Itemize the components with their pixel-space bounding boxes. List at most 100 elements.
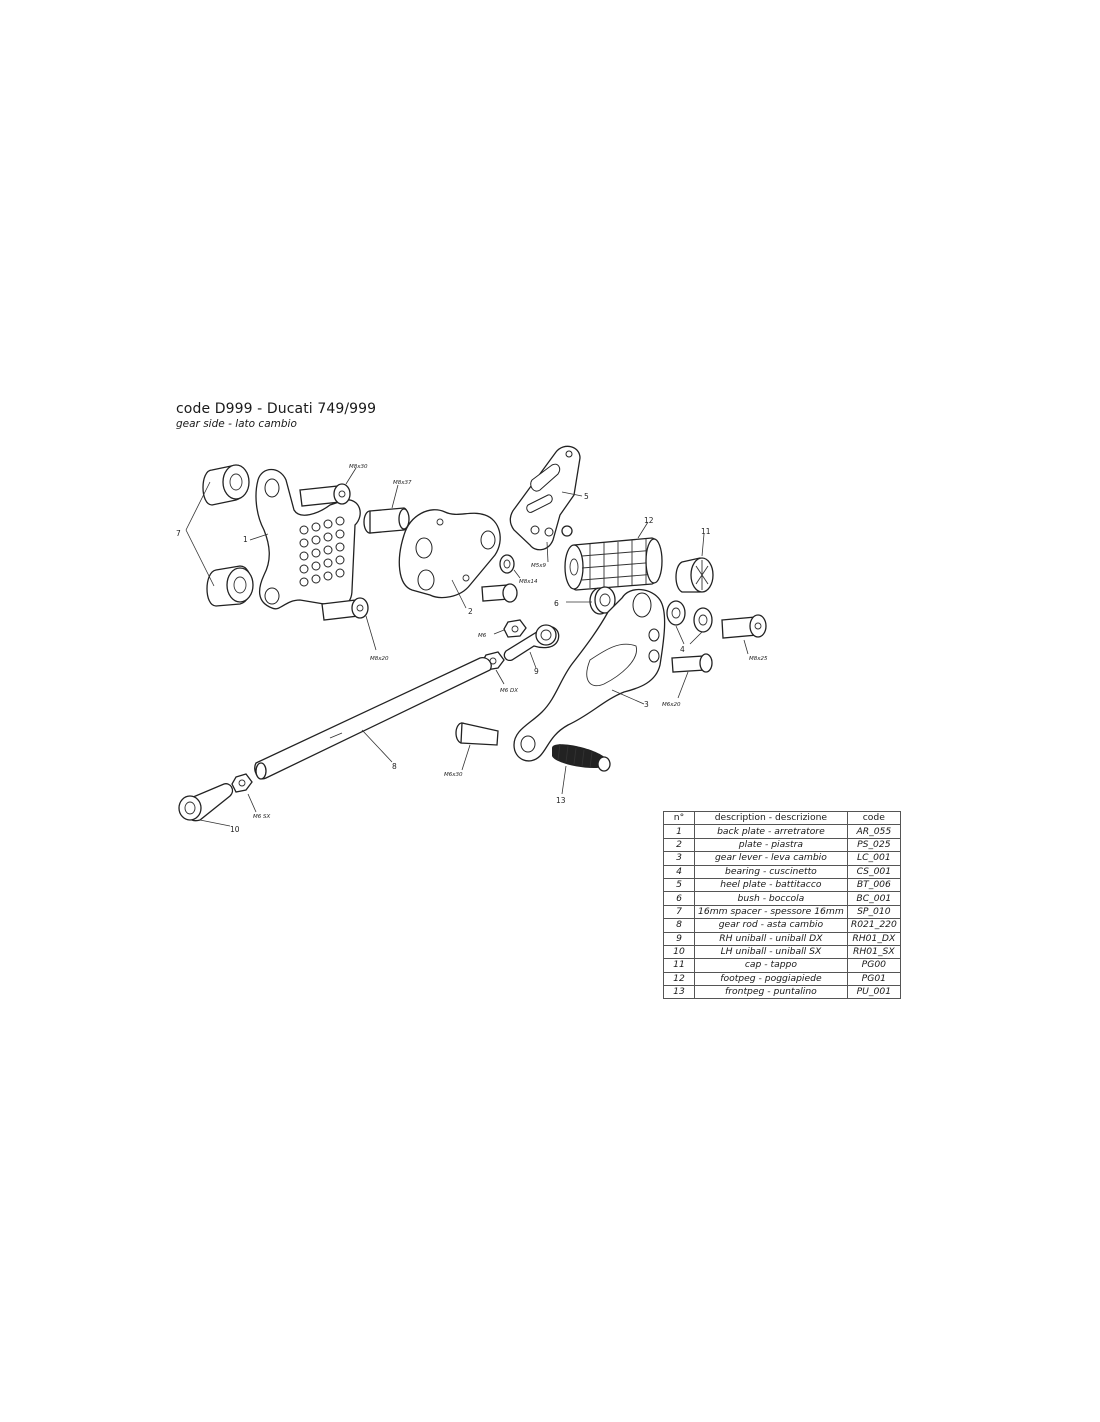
header-number: n° — [663, 810, 695, 826]
callout-3: 3 — [644, 700, 649, 709]
part-5-heel-plate — [509, 445, 583, 563]
callout-4: 4 — [680, 645, 685, 654]
part-8-gear-rod — [254, 657, 492, 780]
cell-description: gear lever - leva cambio — [694, 851, 848, 866]
cell-code: PS_025 — [846, 837, 901, 853]
cell-code: RH01_SX — [846, 944, 901, 960]
label-m6dx: M6 DX — [500, 688, 518, 694]
part-4-bearings — [666, 600, 713, 645]
cell-code: SP_010 — [846, 904, 901, 920]
cell-number: 5 — [663, 877, 695, 893]
label-m8x30: M8x30 — [349, 464, 368, 470]
cell-number: 1 — [663, 824, 695, 839]
cell-number: 4 — [663, 864, 695, 879]
bolt-m6x20 — [671, 653, 713, 699]
cell-number: 3 — [663, 851, 695, 866]
diagram-title: code D999 - Ducati 749/999 — [176, 401, 377, 417]
cell-description: heel plate - battitacco — [694, 877, 848, 893]
cell-number: 13 — [663, 985, 695, 1000]
callout-1: 1 — [243, 535, 248, 544]
cell-description: 16mm spacer - spessore 16mm — [694, 904, 848, 920]
callout-9: 9 — [534, 667, 539, 676]
cell-number: 6 — [663, 891, 695, 906]
cell-description: LH uniball - uniball SX — [694, 944, 848, 960]
bolt-m8x37 — [363, 484, 410, 534]
cell-description: bearing - cuscinetto — [694, 864, 848, 879]
bolt-m8x25 — [721, 614, 767, 655]
cell-number: 9 — [663, 931, 695, 946]
part-10-lh-uniball — [178, 783, 234, 827]
cell-code: PG01 — [846, 971, 901, 987]
label-m6x30: M6x30 — [444, 772, 463, 778]
part-2-plate — [398, 509, 501, 609]
cell-description: frontpeg - puntalino — [694, 985, 848, 1000]
callout-5: 5 — [584, 492, 589, 501]
nut-m6sx — [231, 773, 257, 813]
bolt-m6x30 — [455, 722, 499, 771]
cell-number: 12 — [663, 971, 695, 987]
header-code: code — [846, 810, 901, 826]
cell-code: BC_001 — [846, 891, 901, 906]
label-m6sx: M6 SX — [253, 814, 270, 820]
label-m6x20: M6x20 — [662, 702, 681, 708]
callout-8: 8 — [392, 762, 397, 771]
part-9-rh-uniball — [493, 619, 560, 669]
cell-code: AR_055 — [846, 824, 901, 839]
part-3-gear-lever — [513, 588, 666, 762]
cell-description: RH uniball - uniball DX — [694, 931, 848, 946]
cell-code: PU_001 — [846, 985, 901, 1000]
diagram-subtitle: gear side - lato cambio — [176, 418, 297, 430]
callout-12: 12 — [644, 516, 654, 525]
part-11-cap — [675, 533, 714, 593]
table-header-row: n° description - descrizione code — [663, 810, 901, 826]
callout-2: 2 — [468, 607, 473, 616]
cell-number: 7 — [663, 904, 695, 920]
callout-11: 11 — [701, 527, 711, 536]
cell-code: LC_001 — [846, 851, 901, 866]
bolts-back-plate — [299, 467, 377, 651]
cell-number: 10 — [663, 944, 695, 960]
label-m8x14: M8x14 — [519, 579, 538, 585]
cell-description: cap - tappo — [694, 958, 848, 973]
cell-code: PG00 — [846, 958, 901, 973]
label-m8x25: M8x25 — [749, 656, 768, 662]
cell-number: 2 — [663, 837, 695, 853]
cell-description: bush - boccola — [694, 891, 848, 906]
cell-description: plate - piastra — [694, 837, 848, 853]
callout-10: 10 — [230, 825, 240, 834]
part-6-bush — [566, 586, 616, 615]
cell-number: 8 — [663, 918, 695, 933]
header-description: description - descrizione — [694, 810, 848, 826]
callout-13: 13 — [556, 796, 566, 805]
cell-code: BT_006 — [846, 877, 901, 893]
cell-description: gear rod - asta cambio — [694, 918, 848, 933]
bolts-plate — [481, 554, 521, 603]
cell-code: R021_220 — [846, 918, 901, 933]
cell-description: footpeg - poggiapiede — [694, 971, 848, 987]
cell-number: 11 — [663, 958, 695, 973]
label-m5x9: M5x9 — [531, 563, 546, 569]
callout-7: 7 — [176, 529, 181, 538]
part-12-footpeg — [564, 521, 663, 591]
cell-description: back plate - arretratore — [694, 824, 848, 839]
label-m8x20: M8x20 — [370, 656, 389, 662]
part-1-back-plate — [249, 468, 361, 610]
cell-code: CS_001 — [846, 864, 901, 879]
cell-code: RH01_DX — [846, 931, 901, 946]
label-m6: M6 — [478, 633, 487, 639]
